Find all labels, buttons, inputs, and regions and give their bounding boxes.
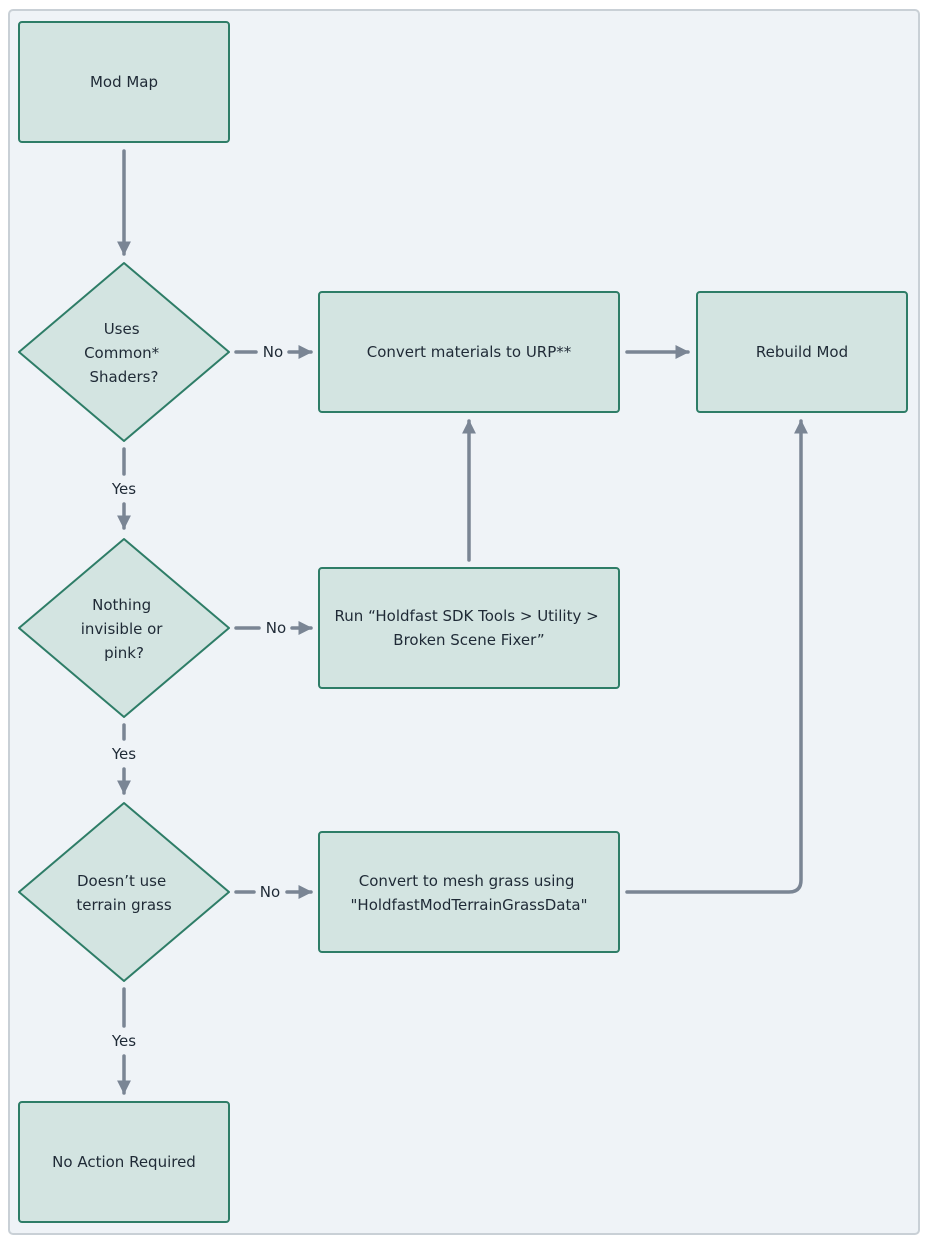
- node-run-fixer-shape: [318, 567, 620, 689]
- node-run-fixer-label: Run “Holdfast SDK Tools > Utility > Brok…: [335, 607, 604, 649]
- node-run-fixer-line: Broken Scene Fixer”: [393, 631, 544, 649]
- node-rebuild-mod-label: Rebuild Mod: [756, 343, 848, 361]
- node-uses-common-shaders-line: Common*: [84, 344, 160, 362]
- node-run-fixer[interactable]: Run “Holdfast SDK Tools > Utility > Brok…: [318, 567, 620, 689]
- node-no-action-label: No Action Required: [52, 1153, 196, 1171]
- edge-label-no-shaders: No: [263, 343, 283, 361]
- node-terrain-grass-line: terrain grass: [76, 896, 172, 914]
- node-mod-map-shape: [18, 21, 230, 143]
- node-uses-common-shaders-label: Uses Common* Shaders?: [84, 320, 164, 386]
- node-terrain-grass-shape: [18, 802, 230, 982]
- node-rebuild-mod-line: Rebuild Mod: [756, 343, 848, 361]
- node-mod-map[interactable]: Mod Map: [18, 21, 230, 143]
- edges: [117, 149, 808, 1095]
- node-convert-mesh-grass-line: "HoldfastModTerrainGrassData": [351, 896, 588, 914]
- node-uses-common-shaders[interactable]: Uses Common* Shaders?: [18, 262, 230, 442]
- edge-label-yes-invisible: Yes: [111, 745, 136, 763]
- node-nothing-invisible-label: Nothing invisible or pink?: [81, 596, 168, 662]
- node-convert-mesh-grass[interactable]: Convert to mesh grass using "HoldfastMod…: [318, 831, 620, 953]
- edge-labels: No Yes No Yes No Yes: [111, 343, 286, 1050]
- node-terrain-grass[interactable]: Doesn’t use terrain grass: [18, 802, 230, 982]
- edge-label-yes-grass: Yes: [111, 1032, 136, 1050]
- node-mod-map-label: Mod Map: [90, 73, 158, 91]
- edge-label-no-grass: No: [260, 883, 280, 901]
- node-nothing-invisible[interactable]: Nothing invisible or pink?: [18, 538, 230, 718]
- node-run-fixer-line: Run “Holdfast SDK Tools > Utility >: [335, 607, 599, 625]
- node-no-action-line: No Action Required: [52, 1153, 196, 1171]
- node-uses-common-shaders-shape: [18, 262, 230, 442]
- edge-meshgrass-to-rebuild: [625, 419, 808, 894]
- node-rebuild-mod[interactable]: Rebuild Mod: [696, 291, 908, 413]
- edge-label-no-invisible: No: [266, 619, 286, 637]
- node-no-action-shape: [18, 1101, 230, 1223]
- node-convert-mesh-grass-line: Convert to mesh grass using: [359, 872, 575, 890]
- node-convert-mesh-grass-label: Convert to mesh grass using "HoldfastMod…: [351, 872, 588, 914]
- node-nothing-invisible-line: Nothing: [92, 596, 151, 614]
- node-convert-materials-label: Convert materials to URP**: [367, 343, 572, 361]
- node-convert-materials-line: Convert materials to URP**: [367, 343, 572, 361]
- node-convert-materials[interactable]: Convert materials to URP**: [318, 291, 620, 413]
- node-nothing-invisible-line: invisible or: [81, 620, 164, 638]
- node-uses-common-shaders-line: Shaders?: [90, 368, 159, 386]
- node-terrain-grass-label: Doesn’t use terrain grass: [76, 872, 172, 914]
- node-rebuild-mod-shape: [696, 291, 908, 413]
- node-convert-mesh-grass-shape: [318, 831, 620, 953]
- node-mod-map-line: Mod Map: [90, 73, 158, 91]
- edge-label-yes-shaders: Yes: [111, 480, 136, 498]
- node-no-action[interactable]: No Action Required: [18, 1101, 230, 1223]
- node-convert-materials-shape: [318, 291, 620, 413]
- node-uses-common-shaders-line: Uses: [104, 320, 140, 338]
- node-nothing-invisible-line: pink?: [104, 644, 144, 662]
- node-nothing-invisible-shape: [18, 538, 230, 718]
- node-terrain-grass-line: Doesn’t use: [77, 872, 166, 890]
